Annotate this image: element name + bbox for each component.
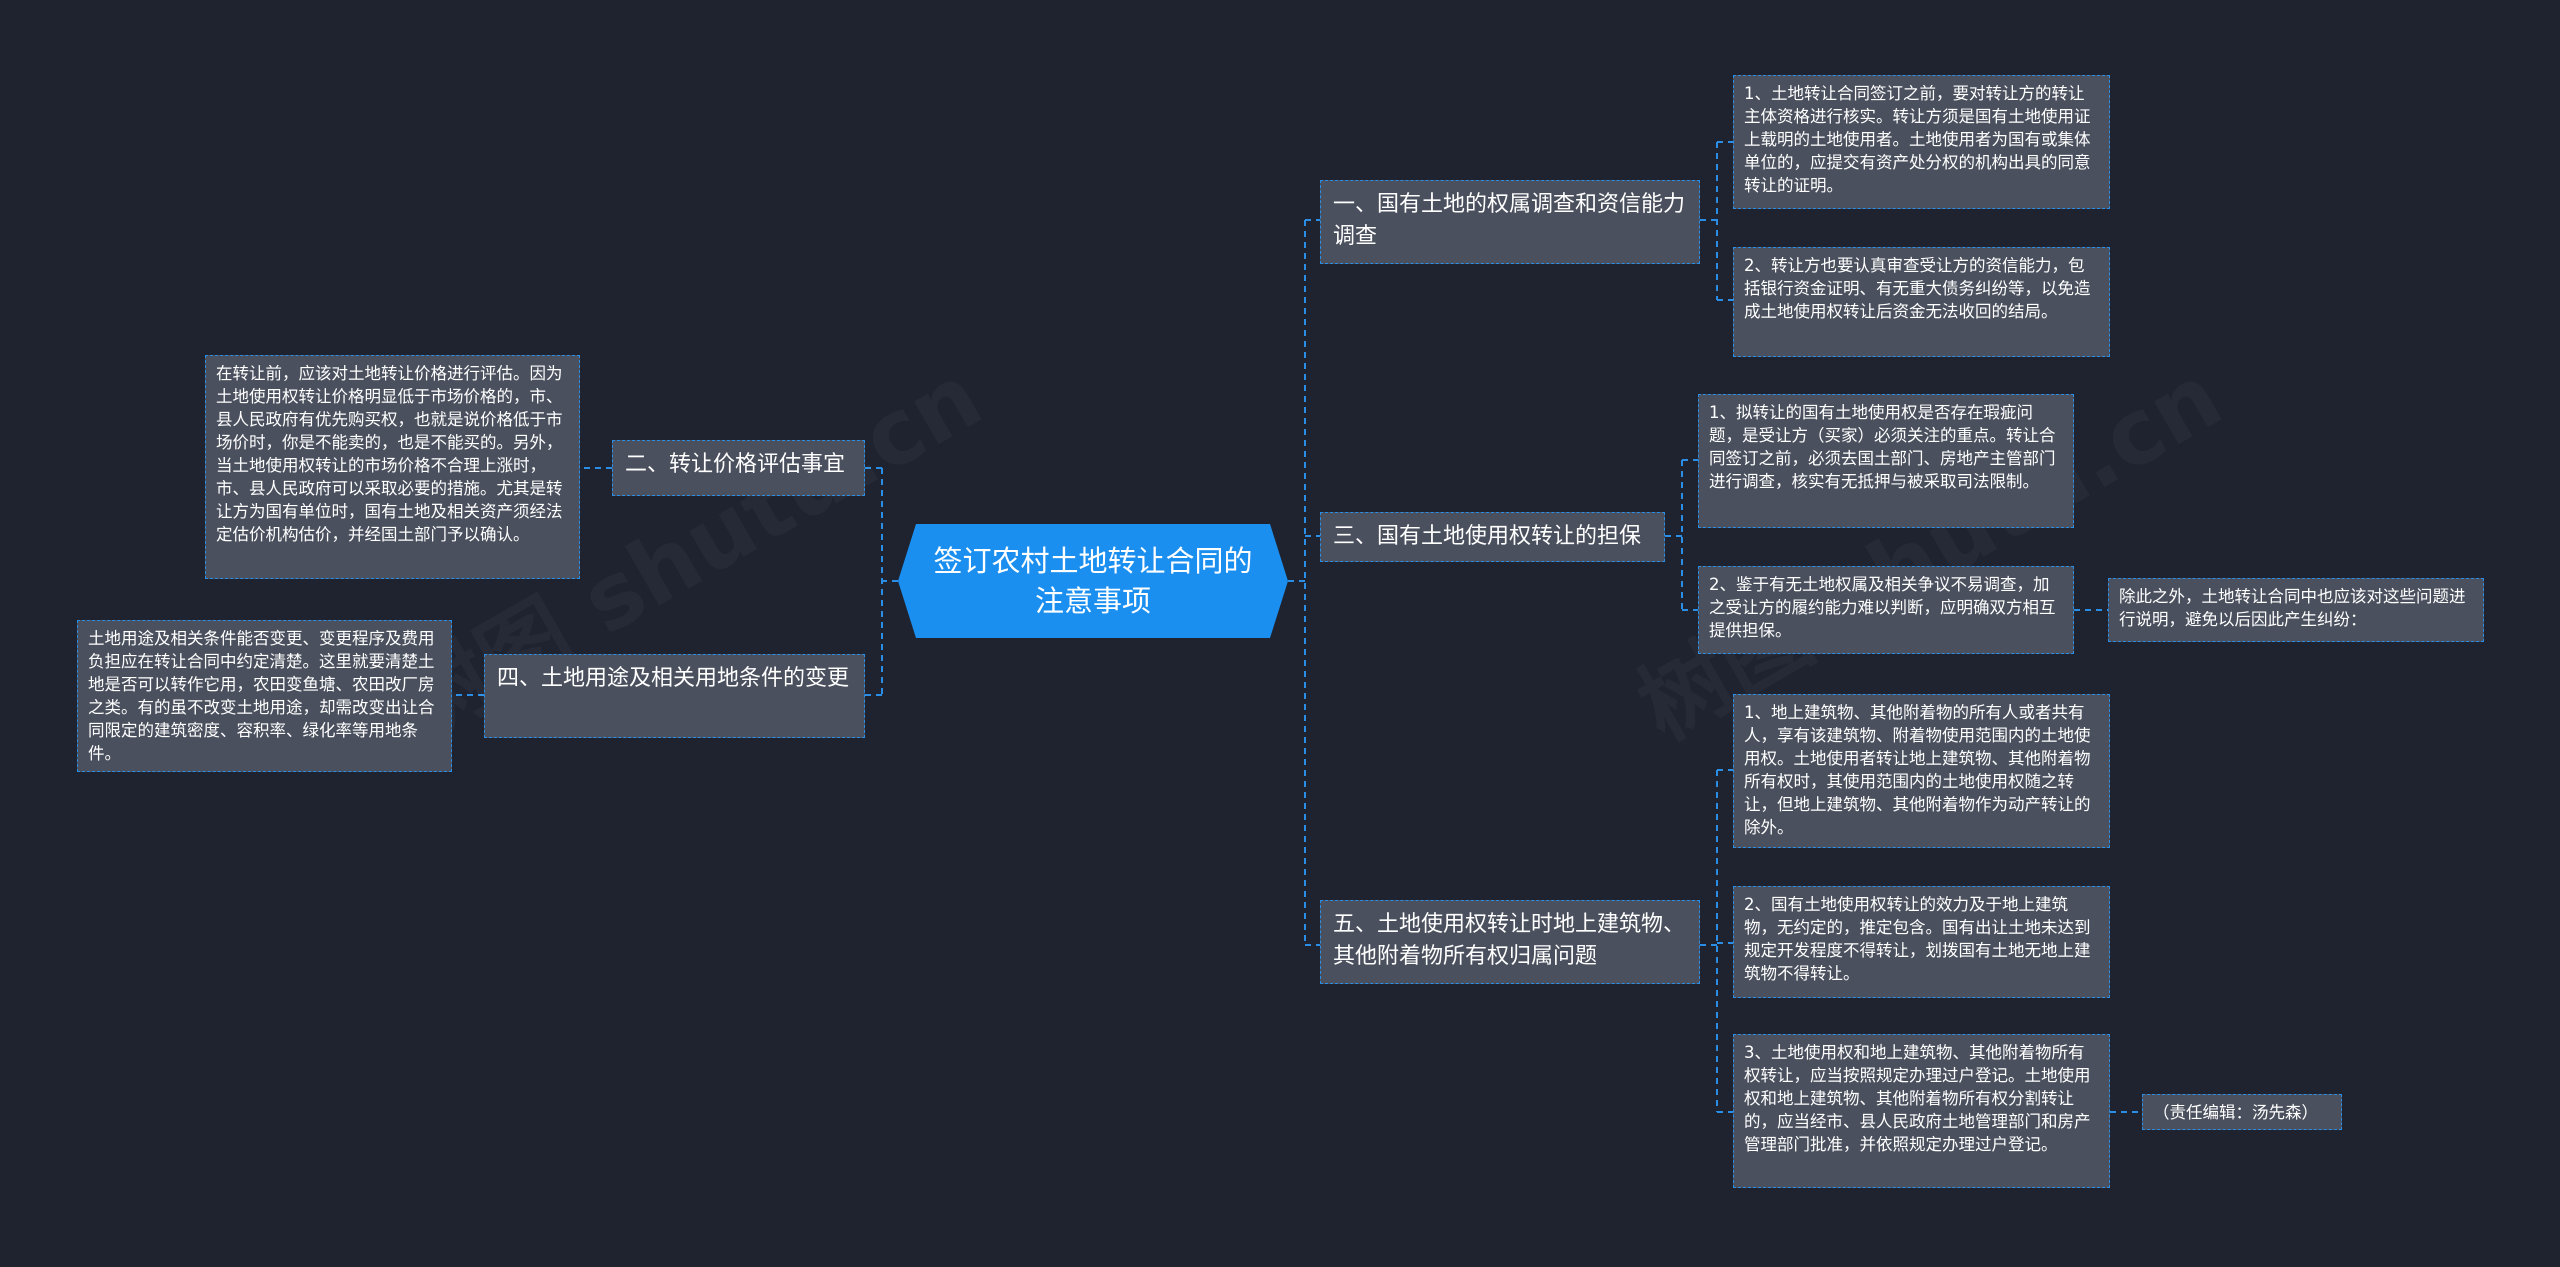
topic-label: 四、土地用途及相关用地条件的变更 bbox=[497, 666, 850, 691]
topic-label: 三、国有土地使用权转让的担保 bbox=[1333, 524, 1642, 549]
leaf-node[interactable]: 2、国有土地使用权转让的效力及于地上建筑物，无约定的，推定包含。国有出让土地未达… bbox=[1733, 886, 2110, 998]
leaf-text: 2、鉴于有无土地权属及相关争议不易调查，加之受让方的履约能力难以判断，应明确双方… bbox=[1709, 575, 2056, 640]
leaf-text: 2、转让方也要认真审查受让方的资信能力，包括银行资金证明、有无重大债务纠纷等，以… bbox=[1744, 256, 2091, 321]
root-title: 签订农村土地转让合同的注意事项 bbox=[933, 544, 1253, 618]
leaf-node[interactable]: 2、鉴于有无土地权属及相关争议不易调查，加之受让方的履约能力难以判断，应明确双方… bbox=[1698, 566, 2074, 654]
leaf-node[interactable]: 1、拟转让的国有土地使用权是否存在瑕疵问题，是受让方（买家）必须关注的重点。转让… bbox=[1698, 394, 2074, 528]
editor-text: （责任编辑：汤先森） bbox=[2153, 1103, 2318, 1122]
leaf-text: 1、地上建筑物、其他附着物的所有人或者共有人，享有该建筑物、附着物使用范围内的土… bbox=[1744, 703, 2091, 837]
leaf-text: 3、土地使用权和地上建筑物、其他附着物所有权转让，应当按照规定办理过户登记。土地… bbox=[1744, 1043, 2091, 1154]
topic-node[interactable]: 四、土地用途及相关用地条件的变更 bbox=[484, 654, 865, 738]
leaf-node[interactable]: 3、土地使用权和地上建筑物、其他附着物所有权转让，应当按照规定办理过户登记。土地… bbox=[1733, 1034, 2110, 1188]
leaf-text: 1、拟转让的国有土地使用权是否存在瑕疵问题，是受让方（买家）必须关注的重点。转让… bbox=[1709, 403, 2056, 491]
leaf-node[interactable]: 1、土地转让合同签订之前，要对转让方的转让主体资格进行核实。转让方须是国有土地使… bbox=[1733, 75, 2110, 209]
topic-label: 二、转让价格评估事宜 bbox=[625, 452, 846, 477]
topic-node[interactable]: 五、土地使用权转让时地上建筑物、其他附着物所有权归属问题 bbox=[1320, 900, 1700, 984]
leaf-node[interactable]: 土地用途及相关条件能否变更、变更程序及费用负担应在转让合同中约定清楚。这里就要清… bbox=[77, 620, 452, 772]
leaf-text: 2、国有土地使用权转让的效力及于地上建筑物，无约定的，推定包含。国有出让土地未达… bbox=[1744, 895, 2091, 983]
topic-node[interactable]: 一、国有土地的权属调查和资信能力调查 bbox=[1320, 180, 1700, 264]
topic-label: 五、土地使用权转让时地上建筑物、其他附着物所有权归属问题 bbox=[1333, 912, 1686, 969]
leaf-node[interactable]: 在转让前，应该对土地转让价格进行评估。因为土地使用权转让价格明显低于市场价格的，… bbox=[205, 355, 580, 579]
topic-label: 一、国有土地的权属调查和资信能力调查 bbox=[1333, 192, 1686, 249]
root-node[interactable]: 签订农村土地转让合同的注意事项 bbox=[898, 524, 1288, 638]
leaf-text: 在转让前，应该对土地转让价格进行评估。因为土地使用权转让价格明显低于市场价格的，… bbox=[216, 364, 563, 544]
editor-note[interactable]: （责任编辑：汤先森） bbox=[2142, 1094, 2342, 1130]
leaf-node[interactable]: 1、地上建筑物、其他附着物的所有人或者共有人，享有该建筑物、附着物使用范围内的土… bbox=[1733, 694, 2110, 848]
leaf-node[interactable]: 2、转让方也要认真审查受让方的资信能力，包括银行资金证明、有无重大债务纠纷等，以… bbox=[1733, 247, 2110, 357]
topic-node[interactable]: 二、转让价格评估事宜 bbox=[612, 440, 865, 496]
topic-node[interactable]: 三、国有土地使用权转让的担保 bbox=[1320, 512, 1665, 562]
leaf-text: 1、土地转让合同签订之前，要对转让方的转让主体资格进行核实。转让方须是国有土地使… bbox=[1744, 84, 2091, 195]
leaf-text: 土地用途及相关条件能否变更、变更程序及费用负担应在转让合同中约定清楚。这里就要清… bbox=[88, 629, 435, 763]
note-node[interactable]: 除此之外，土地转让合同中也应该对这些问题进行说明，避免以后因此产生纠纷： bbox=[2108, 578, 2484, 642]
note-text: 除此之外，土地转让合同中也应该对这些问题进行说明，避免以后因此产生纠纷： bbox=[2119, 587, 2466, 629]
